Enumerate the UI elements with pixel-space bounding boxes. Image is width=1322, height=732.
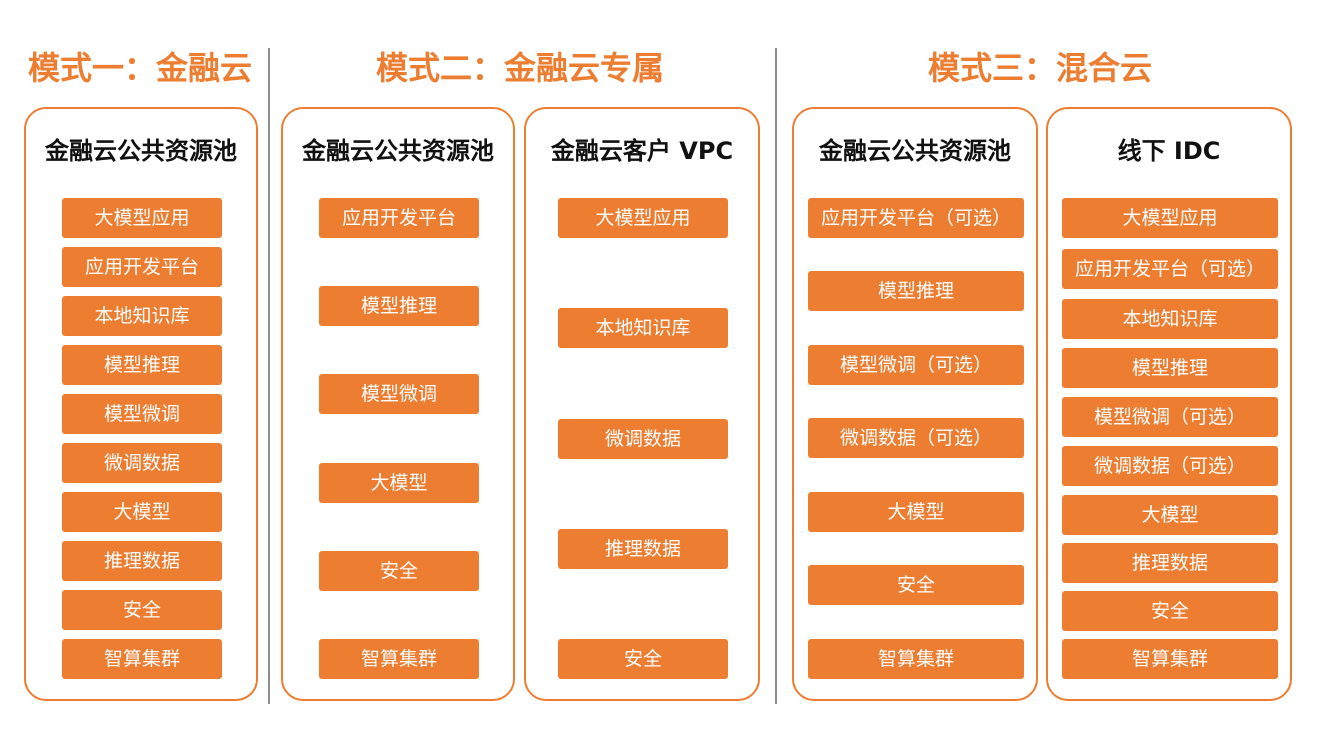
panel-title: 金融云公共资源池 (45, 137, 237, 165)
component-box: 安全 (558, 639, 728, 679)
component-box: 智算集群 (808, 639, 1024, 679)
panel-mode3-public-pool: 金融云公共资源池 应用开发平台（可选） 模型推理模型微调（可选） 微调数据（可选） 大… (792, 107, 1038, 701)
component-box: 智算集群 (319, 639, 479, 679)
component-box: 大模型应用 (558, 198, 728, 238)
component-box: 本地知识库 (1062, 299, 1278, 339)
mode-3-title: 模式三：混合云 (927, 49, 1152, 87)
component-box: 模型推理 (808, 271, 1024, 311)
component-box: 大模型应用 (1062, 198, 1278, 238)
component-box: 大模型 (808, 492, 1024, 532)
component-box: 本地知识库 (62, 296, 222, 336)
panel-mode2-public-pool: 金融云公共资源池 应用开发平台模型推理模型微调大模型安全智算集群 (281, 107, 515, 701)
component-box: 安全 (319, 551, 479, 591)
panel-mode1-public-pool: 金融云公共资源池 大模型应用应用开发平台本地知识库模型推理模型微调微调数据大模型… (24, 107, 258, 701)
component-box: 模型推理 (319, 286, 479, 326)
component-box: 大模型 (62, 492, 222, 532)
component-box: 微调数据 (62, 443, 222, 483)
component-box: 安全 (808, 565, 1024, 605)
divider-2 (775, 48, 777, 704)
panel-title: 金融云公共资源池 (819, 137, 1011, 165)
component-box: 安全 (1062, 591, 1278, 631)
component-box: 应用开发平台 (319, 198, 479, 238)
mode-2-title: 模式二：金融云专属 (375, 49, 664, 87)
panel-mode2-customer-vpc: 金融云客户 VPC 大模型应用本地知识库微调数据推理数据安全 (524, 107, 760, 701)
component-box: 应用开发平台（可选） (1062, 249, 1278, 289)
component-box: 模型微调 (319, 374, 479, 414)
component-box: 微调数据（可选） (808, 418, 1024, 458)
component-box: 模型推理 (1062, 348, 1278, 388)
component-box: 安全 (62, 590, 222, 630)
panel-mode3-offline-idc: 线下 IDC 大模型应用应用开发平台（可选） 本地知识库模型推理模型微调（可选） 微… (1046, 107, 1292, 701)
component-box: 推理数据 (62, 541, 222, 581)
component-box: 大模型 (1062, 495, 1278, 535)
component-box: 本地知识库 (558, 308, 728, 348)
component-box: 智算集群 (1062, 639, 1278, 679)
component-box: 模型微调 (62, 394, 222, 434)
component-box: 大模型 (319, 463, 479, 503)
component-box: 智算集群 (62, 639, 222, 679)
panel-title: 线下 IDC (1117, 137, 1221, 165)
divider-1 (268, 48, 270, 704)
panel-title: 金融云公共资源池 (302, 137, 494, 165)
component-box: 推理数据 (1062, 543, 1278, 583)
panel-title: 金融云客户 VPC (550, 137, 734, 165)
component-box: 模型微调（可选） (1062, 397, 1278, 437)
component-box: 模型推理 (62, 345, 222, 385)
component-box: 模型微调（可选） (808, 345, 1024, 385)
mode-1-title: 模式一：金融云 (27, 49, 252, 87)
component-box: 微调数据 (558, 419, 728, 459)
component-box: 微调数据（可选） (1062, 446, 1278, 486)
component-box: 应用开发平台 (62, 247, 222, 287)
component-box: 推理数据 (558, 529, 728, 569)
component-box: 大模型应用 (62, 198, 222, 238)
component-box: 应用开发平台（可选） (808, 198, 1024, 238)
